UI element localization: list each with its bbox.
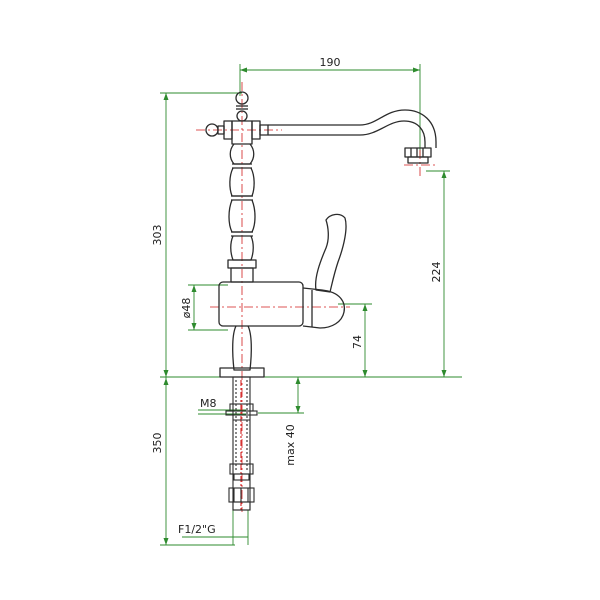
lever-handle: [314, 213, 347, 293]
dim-label-max-40: max 40: [284, 424, 297, 465]
faucet-outline: [205, 91, 437, 378]
dim-label-m8: M8: [200, 397, 217, 410]
dimension-arrowheads: [163, 67, 447, 545]
decorative-column: [227, 143, 257, 283]
dimension-lines: [160, 64, 462, 546]
dim-label-diameter-48: ø48: [180, 298, 193, 319]
dim-label-f1-2-g: F1/2"G: [178, 523, 216, 536]
spout: [268, 109, 437, 164]
dim-label-224: 224: [430, 262, 443, 283]
dim-label-303: 303: [151, 225, 164, 246]
top-finial: [235, 91, 249, 122]
dim-label-190: 190: [320, 56, 341, 69]
dim-label-350: 350: [151, 433, 164, 454]
mixer-body: [218, 281, 346, 329]
fixing-assembly: [225, 376, 258, 511]
dim-label-74: 74: [351, 335, 364, 349]
